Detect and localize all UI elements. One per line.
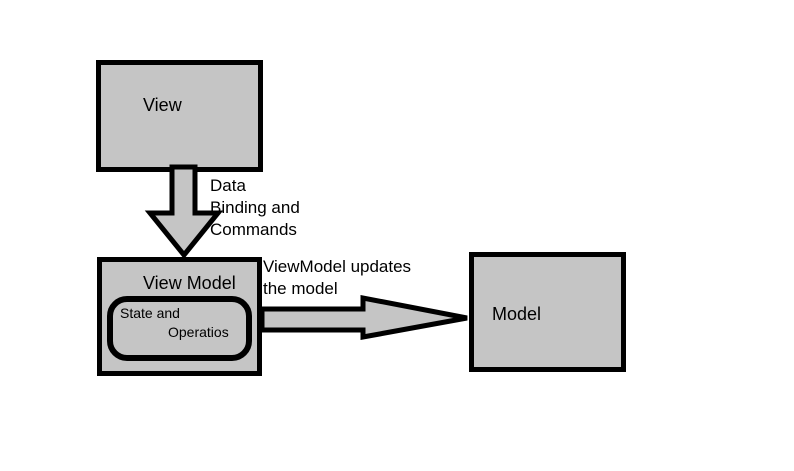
state-operations-group: State and Operatios [107, 296, 252, 361]
down-arrow-shape [144, 164, 224, 259]
state-label: State and [120, 305, 180, 321]
view-box: View [96, 60, 263, 172]
right-arrow-shape [259, 294, 468, 340]
view-label: View [143, 95, 182, 115]
data-binding-label: Data Binding and Commands [210, 176, 300, 239]
down-arrow-icon [144, 164, 224, 259]
right-arrow-icon [259, 294, 468, 340]
viewmodel-label: View Model [143, 273, 236, 293]
viewmodel-updates-label: ViewModel updates the model [263, 257, 412, 298]
operations-label: Operatios [168, 324, 229, 340]
model-box: Model [469, 252, 626, 372]
model-label: Model [492, 304, 542, 324]
viewmodel-box: View Model State and Operatios [97, 257, 262, 376]
